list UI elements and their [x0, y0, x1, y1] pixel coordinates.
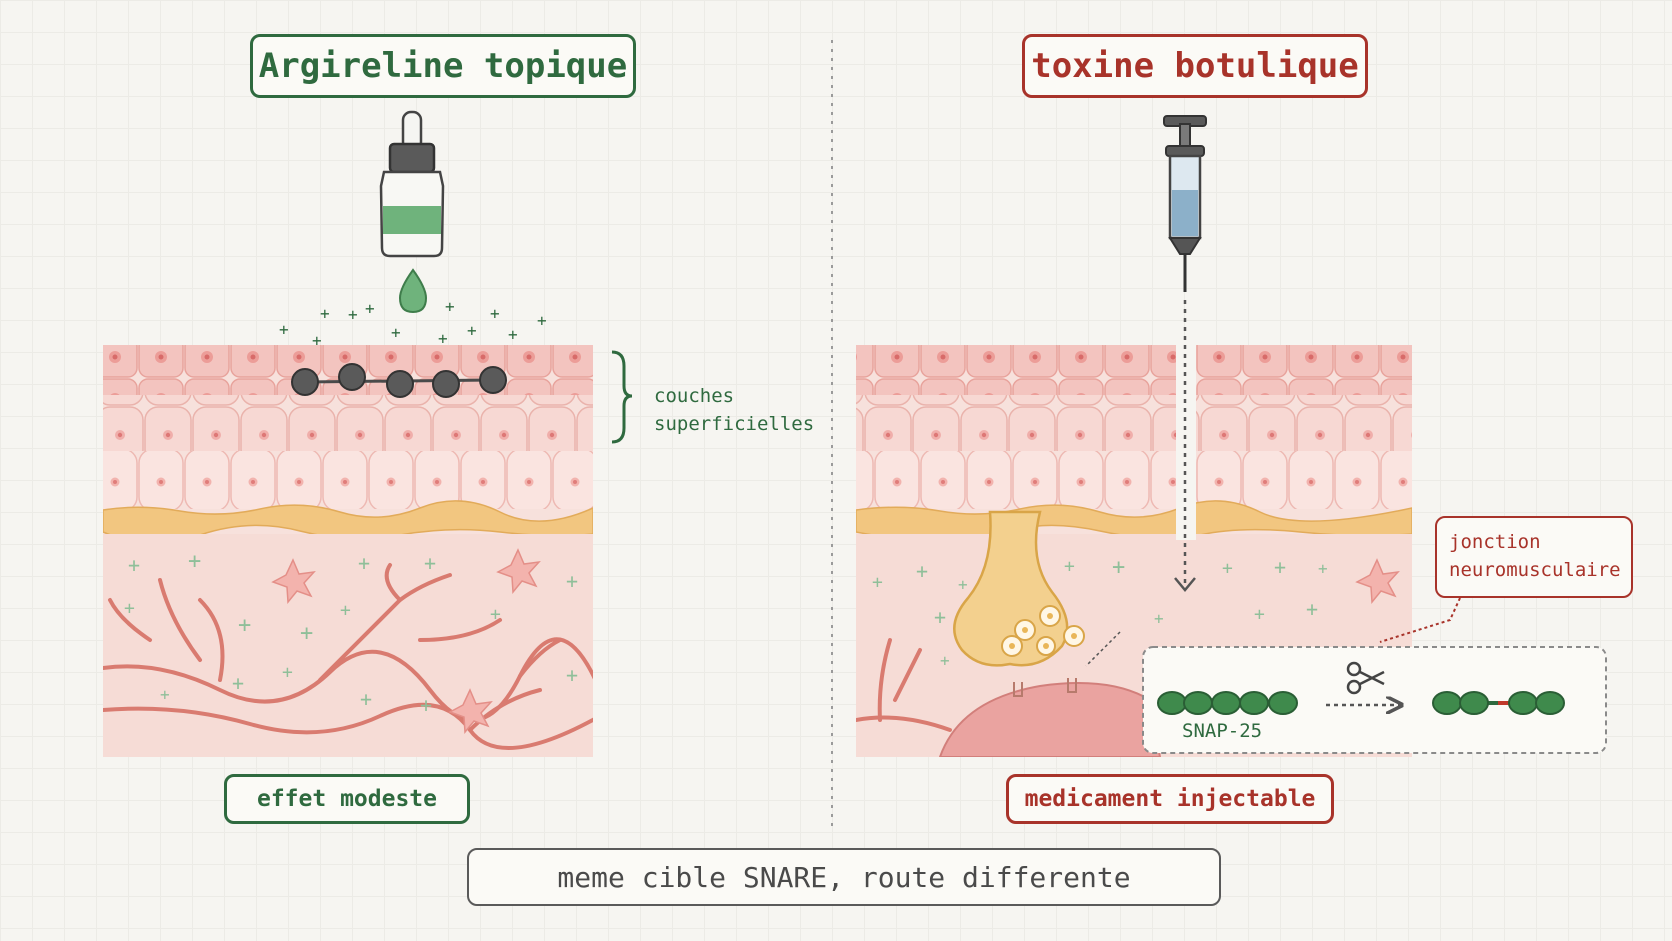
- syringe-icon: [1163, 115, 1207, 292]
- title-botulinum-toxin: toxine botulique: [1022, 34, 1368, 98]
- svg-text:+: +: [872, 572, 883, 593]
- scissors-icon: [1346, 661, 1385, 695]
- svg-text:+: +: [128, 553, 140, 577]
- svg-text:+: +: [916, 559, 928, 583]
- svg-text:+: +: [365, 299, 375, 318]
- note-line-1: couches: [654, 385, 735, 407]
- title-argireline: Argireline topique: [250, 34, 636, 98]
- svg-text:+: +: [1064, 556, 1075, 577]
- svg-text:+: +: [348, 305, 358, 324]
- neuromuscular-junction-note: jonction neuromusculaire: [1435, 516, 1633, 598]
- note-line-2: superficielles: [654, 413, 815, 435]
- svg-text:+: +: [1222, 558, 1233, 579]
- nerve-terminal-icon: [953, 510, 1085, 697]
- junction-line-1: jonction: [1449, 531, 1541, 553]
- injection-gap: [1176, 340, 1196, 540]
- svg-text:+: +: [508, 325, 518, 344]
- junction-line-2: neuromusculaire: [1449, 559, 1621, 581]
- svg-text:+: +: [238, 613, 251, 638]
- svg-text:+: +: [537, 311, 547, 330]
- superficial-layers-note: couches superficielles: [654, 382, 814, 438]
- svg-text:+: +: [320, 304, 330, 323]
- peptide-chain-icon: [291, 363, 507, 398]
- svg-text:+: +: [445, 297, 455, 316]
- svg-text:+: +: [160, 685, 170, 704]
- caption-modest-effect: effet modeste: [224, 774, 470, 824]
- svg-text:+: +: [188, 549, 201, 574]
- svg-text:+: +: [438, 329, 448, 348]
- snap25-label: SNAP-25: [1182, 720, 1263, 742]
- svg-text:+: +: [312, 331, 322, 350]
- svg-text:+: +: [958, 575, 968, 594]
- snap25-inset: [1142, 646, 1607, 754]
- svg-text:+: +: [1112, 555, 1125, 580]
- svg-text:+: +: [1274, 555, 1286, 579]
- svg-text:+: +: [279, 320, 289, 339]
- svg-text:+: +: [282, 662, 293, 683]
- svg-text:+: +: [490, 304, 500, 323]
- svg-text:+: +: [1306, 597, 1318, 621]
- svg-text:+: +: [1154, 609, 1164, 628]
- svg-text:+: +: [420, 693, 432, 717]
- svg-text:+: +: [1254, 604, 1265, 625]
- svg-text:+: +: [424, 551, 436, 575]
- svg-text:+: +: [300, 621, 313, 646]
- svg-text:+: +: [124, 598, 135, 619]
- summary-banner: meme cible SNARE, route differente: [467, 848, 1221, 906]
- svg-text:+: +: [358, 551, 370, 575]
- svg-text:+: +: [340, 600, 351, 621]
- junction-pointer: [1085, 631, 1121, 667]
- layer-bracket: [611, 350, 633, 444]
- svg-text:+: +: [490, 604, 501, 625]
- svg-text:+: +: [940, 651, 950, 670]
- junction-note-tail: [1379, 597, 1461, 643]
- svg-text:+: +: [391, 323, 401, 342]
- svg-text:+: +: [566, 663, 578, 687]
- caption-injectable-drug: medicament injectable: [1006, 774, 1334, 824]
- skin-section-left: + + + + + + + + + + + + + + + +: [103, 345, 593, 757]
- svg-text:+: +: [232, 671, 244, 695]
- svg-text:+: +: [467, 321, 477, 340]
- svg-text:+: +: [1318, 559, 1328, 578]
- svg-text:+: +: [934, 605, 946, 629]
- svg-text:+: +: [566, 569, 578, 593]
- sparkles: + + + + + + + + + + + +: [279, 297, 547, 350]
- svg-text:+: +: [360, 687, 372, 711]
- dropper-bottle-icon: [379, 110, 445, 314]
